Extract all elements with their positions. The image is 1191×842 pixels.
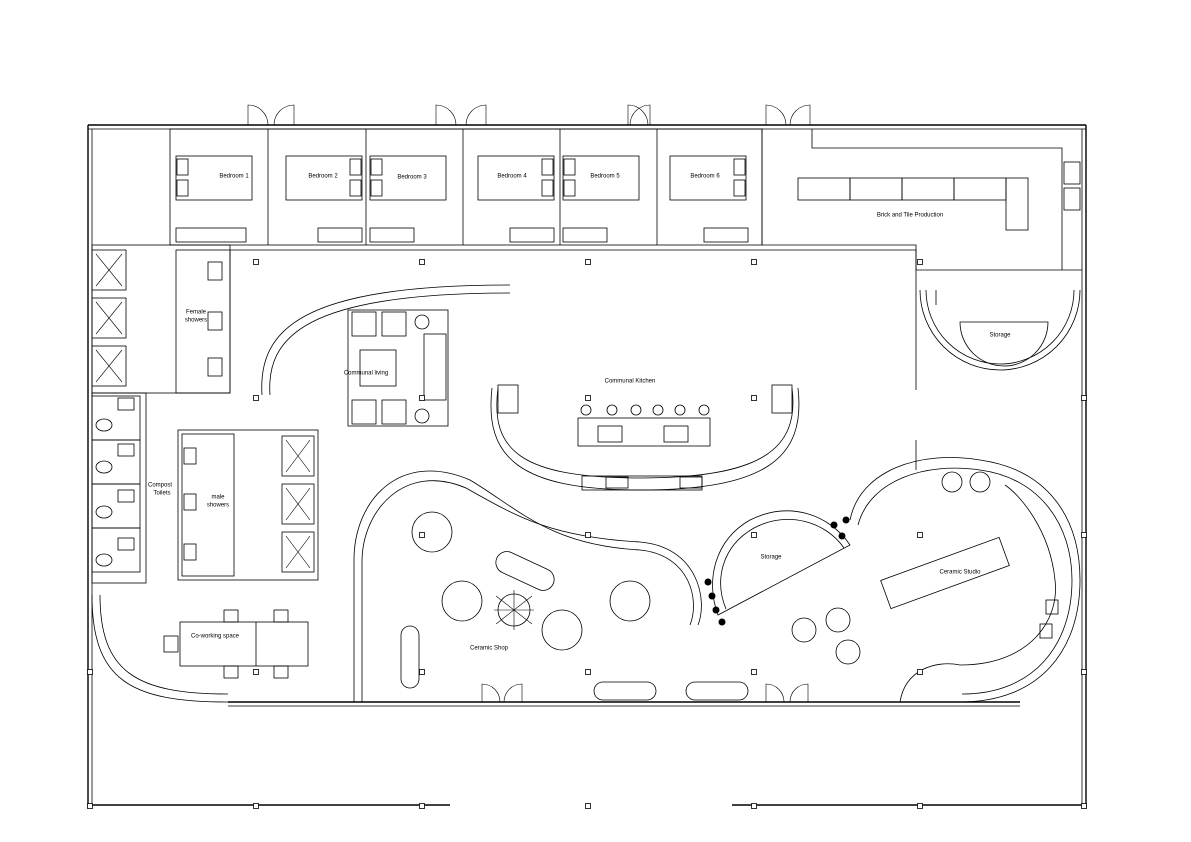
door-swing	[247, 104, 269, 126]
column	[87, 669, 93, 675]
compost-toilets	[91, 392, 147, 584]
column	[1081, 532, 1087, 538]
label-communal-living: Communal living	[344, 371, 388, 377]
door-swing	[503, 683, 523, 703]
column	[419, 532, 425, 538]
column	[1081, 669, 1087, 675]
column	[419, 803, 425, 809]
door-swing	[765, 683, 785, 703]
label-ceramic-shop: Ceramic Shop	[470, 646, 509, 652]
label-bedroom-5: Bedroom 5	[590, 174, 620, 180]
plan-details	[87, 104, 1087, 809]
label-female-showers-2: showers	[185, 318, 207, 324]
column	[751, 395, 757, 401]
ceramic-studio	[791, 457, 1081, 703]
label-bedroom-2: Bedroom 2	[308, 174, 338, 180]
column	[253, 803, 259, 809]
co-working-space	[91, 594, 309, 703]
column	[419, 669, 425, 675]
column	[917, 532, 923, 538]
column	[585, 259, 591, 265]
door-swing	[789, 683, 809, 703]
label-bedroom-3: Bedroom 3	[397, 175, 427, 181]
column	[253, 259, 259, 265]
column	[751, 803, 757, 809]
label-storage-middle: Storage	[760, 555, 782, 561]
brick-tile-room	[797, 161, 1081, 231]
label-bedroom-6: Bedroom 6	[690, 174, 720, 180]
door-swing	[627, 104, 649, 126]
label-bedroom-1: Bedroom 1	[219, 174, 249, 180]
door-swing	[765, 104, 787, 126]
plant	[830, 521, 838, 529]
column	[87, 803, 93, 809]
ceramic-shop	[353, 470, 749, 702]
column	[585, 395, 591, 401]
male-showers	[177, 429, 319, 581]
communal-living	[261, 284, 511, 427]
column	[751, 669, 757, 675]
door-swing	[465, 104, 487, 126]
label-coworking: Co-working space	[191, 634, 240, 640]
column	[253, 395, 259, 401]
door-swing	[273, 104, 295, 126]
door-swing	[789, 104, 811, 126]
column	[585, 803, 591, 809]
label-female-showers-1: Female	[186, 310, 207, 316]
plant	[718, 618, 726, 626]
label-compost-toilets-2: Toilets	[153, 491, 170, 497]
column	[917, 803, 923, 809]
column	[751, 259, 757, 265]
female-showers	[91, 244, 231, 394]
storage-east	[919, 289, 1081, 371]
column	[585, 532, 591, 538]
label-communal-kitchen: Communal Kitchen	[605, 379, 656, 385]
column	[419, 395, 425, 401]
label-compost-toilets-1: Compost	[148, 483, 172, 489]
column	[585, 669, 591, 675]
communal-kitchen	[490, 384, 800, 491]
bedrooms	[175, 155, 749, 243]
walls	[87, 124, 1087, 808]
label-ceramic-studio: Ceramic Studio	[939, 570, 981, 576]
door-swing	[629, 104, 651, 126]
label-storage-east: Storage	[989, 333, 1011, 339]
column	[751, 532, 757, 538]
label-bedroom-4: Bedroom 4	[497, 174, 527, 180]
column	[1081, 803, 1087, 809]
column	[419, 259, 425, 265]
plant	[708, 592, 716, 600]
plant	[712, 606, 720, 614]
plant	[704, 578, 712, 586]
column	[917, 259, 923, 265]
label-male-showers-1: male	[211, 495, 225, 501]
label-brick-tile: Brick and Tile Production	[877, 213, 943, 219]
plant	[842, 516, 850, 524]
column	[917, 669, 923, 675]
door-swing	[435, 104, 457, 126]
door-swing	[481, 683, 501, 703]
column	[1081, 395, 1087, 401]
plant	[838, 532, 846, 540]
column	[253, 669, 259, 675]
label-male-showers-2: showers	[207, 503, 229, 509]
room-labels: Bedroom 1 Bedroom 2 Bedroom 3 Bedroom 4 …	[148, 174, 1011, 652]
